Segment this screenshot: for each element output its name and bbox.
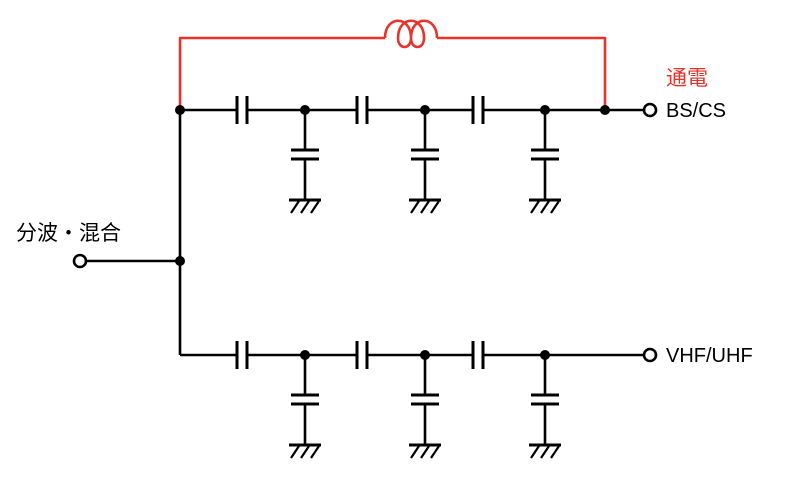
junction-dot	[300, 105, 310, 115]
power-bypass	[178, 19, 607, 110]
junction-dot	[600, 105, 610, 115]
junction-dot	[300, 350, 310, 360]
power-pass-label: 通電	[666, 67, 708, 90]
junction-dots	[175, 105, 610, 360]
inductor-icon	[383, 19, 439, 49]
vhfuhf-terminal	[642, 347, 658, 363]
vhfuhf-label: VHF/UHF	[666, 345, 753, 367]
terminals	[72, 102, 658, 363]
junction-dot	[420, 105, 430, 115]
junction-dot	[175, 256, 185, 266]
power-bypass-wire-left	[178, 36, 385, 110]
input-label: 分波・混合	[16, 222, 121, 245]
power-bypass-wire-right	[437, 36, 607, 110]
input-terminal	[72, 253, 88, 269]
bscs-terminal	[642, 102, 658, 118]
junction-dot	[540, 350, 550, 360]
bscs-label: BS/CS	[666, 100, 726, 122]
junction-dot	[175, 105, 185, 115]
junction-dot	[540, 105, 550, 115]
junction-dot	[420, 350, 430, 360]
